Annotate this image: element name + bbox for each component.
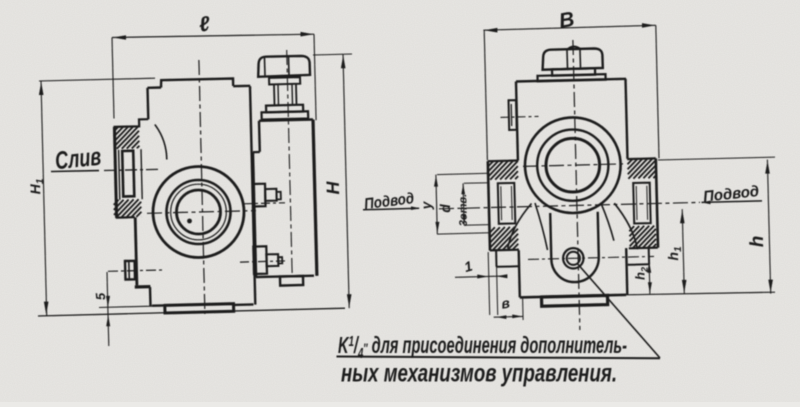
- svg-text:ных механизмов управления.: ных механизмов управления.: [341, 360, 617, 388]
- svg-text:h: h: [747, 235, 768, 247]
- svg-text:H: H: [323, 180, 343, 194]
- svg-text:K1/4″ для присоединения дополн: K1/4″ для присоединения дополнитель-: [338, 332, 627, 362]
- svg-text:d: d: [437, 204, 453, 213]
- svg-text:у: у: [418, 200, 434, 210]
- svg-text:3отв.: 3отв.: [457, 194, 470, 227]
